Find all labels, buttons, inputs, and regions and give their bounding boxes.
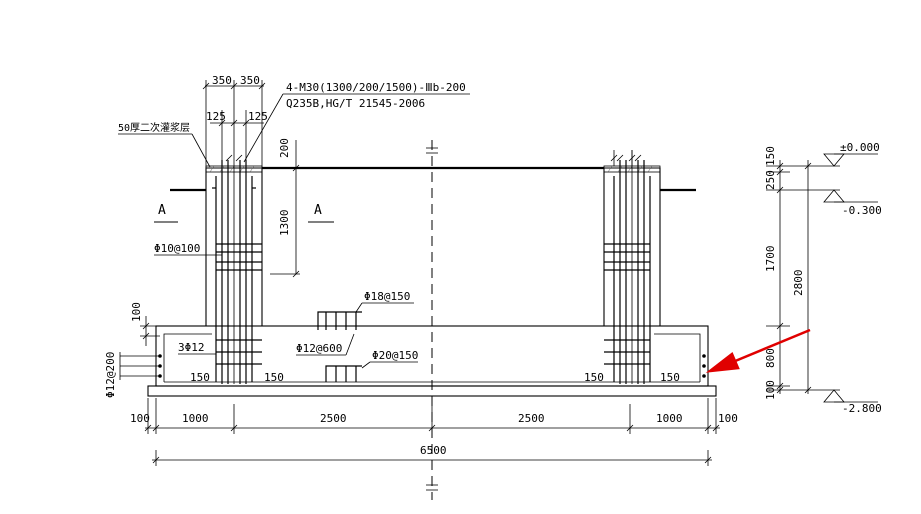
dim-bottom-2500-right: 2500 bbox=[518, 412, 545, 425]
rebar-3-label: 3Φ12 bbox=[178, 341, 205, 354]
rebar-mid-label: Φ12@600 bbox=[296, 342, 342, 355]
dim-200: 200 bbox=[278, 138, 291, 158]
bottom-dimension-chain: 100 1000 2500 2500 1000 100 6500 bbox=[130, 398, 738, 466]
dim-v-150: 150 bbox=[764, 146, 777, 166]
dim-bottom-1000-right: 1000 bbox=[656, 412, 683, 425]
dim-125-b: 125 bbox=[248, 110, 268, 123]
dim-125-a: 125 bbox=[206, 110, 226, 123]
slab-step-dimension: 100 bbox=[130, 302, 160, 346]
dim-v-100: 100 bbox=[764, 380, 777, 400]
pier-dimensions: 350 350 125 125 bbox=[202, 74, 642, 170]
bolt-spec-callout: 4-M30(1300/200/1500)-Ⅲb-200 Q235B,HG/T 2… bbox=[243, 81, 470, 163]
dim-bottom-100-right: 100 bbox=[718, 412, 738, 425]
bolt-spec-text: 4-M30(1300/200/1500)-Ⅲb-200 bbox=[286, 81, 466, 94]
bolt-depth-dimensions: 200 1300 bbox=[270, 138, 300, 278]
highlight-arrow bbox=[705, 328, 811, 373]
dim-v-1700: 1700 bbox=[764, 246, 777, 273]
dim-150-b: 150 bbox=[264, 371, 284, 384]
dim-150-c: 150 bbox=[584, 371, 604, 384]
dim-1300: 1300 bbox=[278, 210, 291, 237]
section-marker-right: A bbox=[308, 203, 334, 223]
dim-v-800: 800 bbox=[764, 348, 777, 368]
section-a-right: A bbox=[314, 203, 322, 218]
rebar-bottom-label: Φ20@150 bbox=[372, 349, 418, 362]
level-ground: -0.300 bbox=[842, 204, 882, 217]
level-bottom: -2.800 bbox=[842, 402, 882, 415]
right-vertical-dimensions: 150 250 1700 800 100 2800 ±0.000 -0.300 … bbox=[764, 141, 882, 415]
rebar-wall-label: Φ10@100 bbox=[154, 242, 200, 255]
center-line bbox=[426, 140, 438, 500]
dim-bottom-100-left: 100 bbox=[130, 412, 150, 425]
steel-spec-text: Q235B,HG/T 21545-2006 bbox=[286, 97, 425, 110]
grout-layer-callout: 50厚二次灌浆层 bbox=[118, 121, 211, 168]
elevation-marker-bottom bbox=[823, 389, 845, 403]
dim-150-a: 150 bbox=[190, 371, 210, 384]
level-top: ±0.000 bbox=[840, 141, 880, 154]
grout-layer-text: 50厚二次灌浆层 bbox=[118, 121, 190, 134]
dim-bottom-1000-left: 1000 bbox=[182, 412, 209, 425]
dim-350-a: 350 bbox=[212, 74, 232, 87]
elevation-marker-top bbox=[823, 153, 845, 167]
rebar-cage-left bbox=[212, 150, 262, 384]
rebar-cage-right bbox=[604, 150, 651, 384]
dim-bottom-2500-left: 2500 bbox=[320, 412, 347, 425]
dim-150-d: 150 bbox=[660, 371, 680, 384]
rebar-top-hook-label: Φ18@150 bbox=[364, 290, 410, 303]
dim-v-250: 250 bbox=[764, 170, 777, 190]
dim-100-side: 100 bbox=[130, 302, 143, 322]
dim-350-b: 350 bbox=[240, 74, 260, 87]
cover-dimensions: 150 150 150 150 bbox=[190, 371, 680, 384]
foundation-outline bbox=[147, 165, 717, 397]
rebar-callouts: Φ10@100 Φ18@150 3Φ12 Φ12@600 Φ20@150 Φ12… bbox=[104, 242, 418, 398]
rebar-side-label: Φ12@200 bbox=[104, 352, 117, 398]
dim-v-2800: 2800 bbox=[792, 270, 805, 297]
section-a-left: A bbox=[158, 203, 166, 218]
dim-bottom-total: 6500 bbox=[420, 444, 447, 457]
elevation-marker-ground bbox=[823, 189, 845, 203]
rebar-base-slab bbox=[158, 311, 706, 383]
section-marker-left: A bbox=[154, 203, 178, 223]
